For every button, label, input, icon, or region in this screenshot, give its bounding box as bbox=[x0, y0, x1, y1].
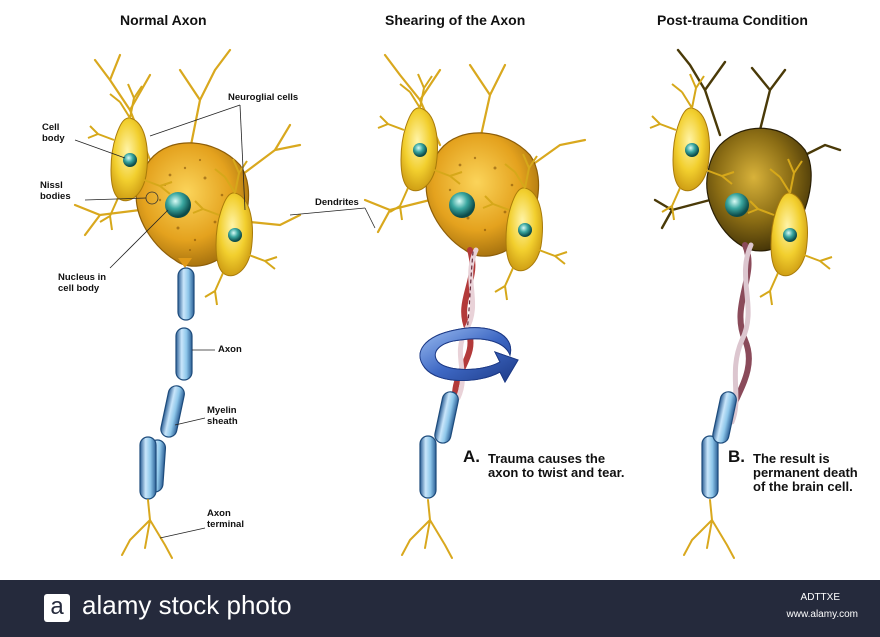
label-neuroglial-cells: Neuroglial cells bbox=[228, 92, 298, 103]
label-nissl-bodies: Nissl bodies bbox=[40, 180, 71, 202]
illustration-canvas: Normal Axon Shearing of the Axon Post-tr… bbox=[0, 0, 880, 580]
title-post-trauma: Post-trauma Condition bbox=[657, 12, 808, 28]
stock-footer-bar: a alamy stock photo ADTTXE www.alamy.com bbox=[0, 580, 880, 637]
label-axon-terminal: Axon terminal bbox=[207, 508, 244, 530]
label-axon: Axon bbox=[218, 344, 242, 355]
title-normal-axon: Normal Axon bbox=[120, 12, 207, 28]
axon-illustration bbox=[0, 0, 880, 580]
site-url[interactable]: www.alamy.com bbox=[787, 609, 859, 620]
label-cell-body: Cell body bbox=[42, 122, 65, 144]
title-shearing: Shearing of the Axon bbox=[385, 12, 525, 28]
shearing-panel bbox=[365, 55, 585, 558]
caption-a-text: Trauma causes the axon to twist and tear… bbox=[488, 452, 625, 480]
label-myelin-sheath: Myelin sheath bbox=[207, 405, 238, 427]
caption-b-text: The result is permanent death of the bra… bbox=[753, 452, 858, 494]
normal-axon-panel bbox=[75, 50, 375, 558]
label-dendrites: Dendrites bbox=[315, 197, 359, 208]
brand-text: alamy stock photo bbox=[82, 590, 292, 621]
caption-a-letter: A. bbox=[463, 447, 480, 467]
image-code: ADTTXE bbox=[801, 592, 840, 603]
label-nucleus: Nucleus in cell body bbox=[58, 272, 106, 294]
caption-b-letter: B. bbox=[728, 447, 745, 467]
alamy-logo-icon: a bbox=[44, 594, 70, 622]
